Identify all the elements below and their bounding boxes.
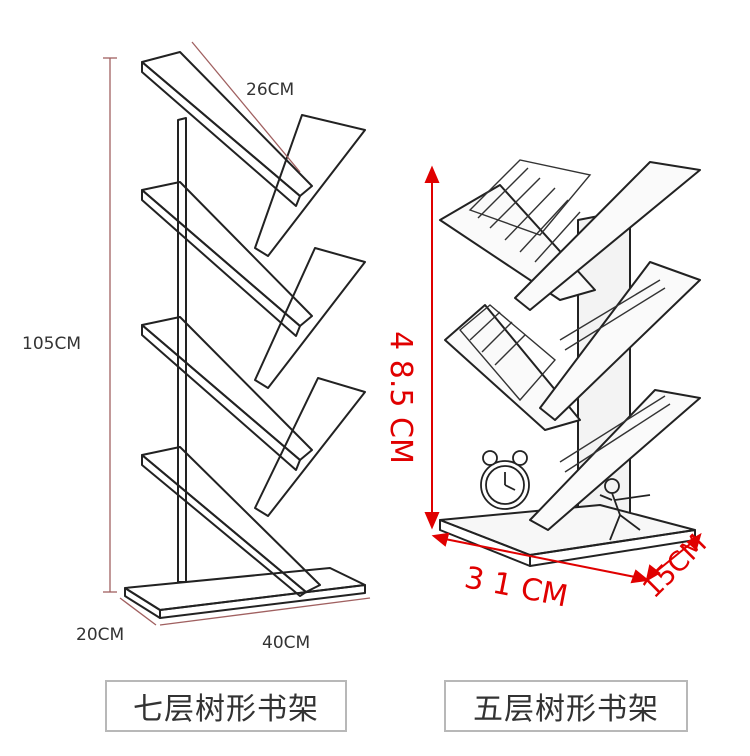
- left-depth-label: 20CM: [76, 625, 125, 645]
- right-books-middle: [459, 304, 556, 402]
- right-shelf-4: [539, 261, 701, 421]
- right-books-right: [559, 279, 671, 473]
- clock-icon: [480, 450, 530, 510]
- right-caption-box: 五层树形书架: [444, 680, 688, 732]
- left-shelf-depth-line: [191, 41, 301, 173]
- left-caption: 七层树形书架: [133, 692, 319, 727]
- right-books-top: [468, 159, 592, 263]
- left-height-label: 105CM: [22, 334, 81, 354]
- right-height-label: 4 8.5 CM: [382, 331, 418, 464]
- left-shelf-2: [254, 114, 366, 257]
- right-caption: 五层树形书架: [473, 692, 659, 727]
- left-shelf-depth-label: 26CM: [246, 80, 295, 100]
- figurine-icon: [599, 478, 651, 541]
- left-shelf-6: [254, 377, 366, 517]
- left-width-line: [159, 597, 371, 626]
- right-shelf-5: [529, 389, 701, 531]
- left-width-label: 40CM: [262, 633, 311, 653]
- left-depth-line: [119, 597, 157, 626]
- left-caption-box: 七层树形书架: [105, 680, 347, 732]
- right-shelf-2: [514, 161, 701, 311]
- left-shelf-4: [254, 247, 366, 389]
- right-depth-line: [651, 539, 696, 576]
- right-width-line: [439, 537, 641, 579]
